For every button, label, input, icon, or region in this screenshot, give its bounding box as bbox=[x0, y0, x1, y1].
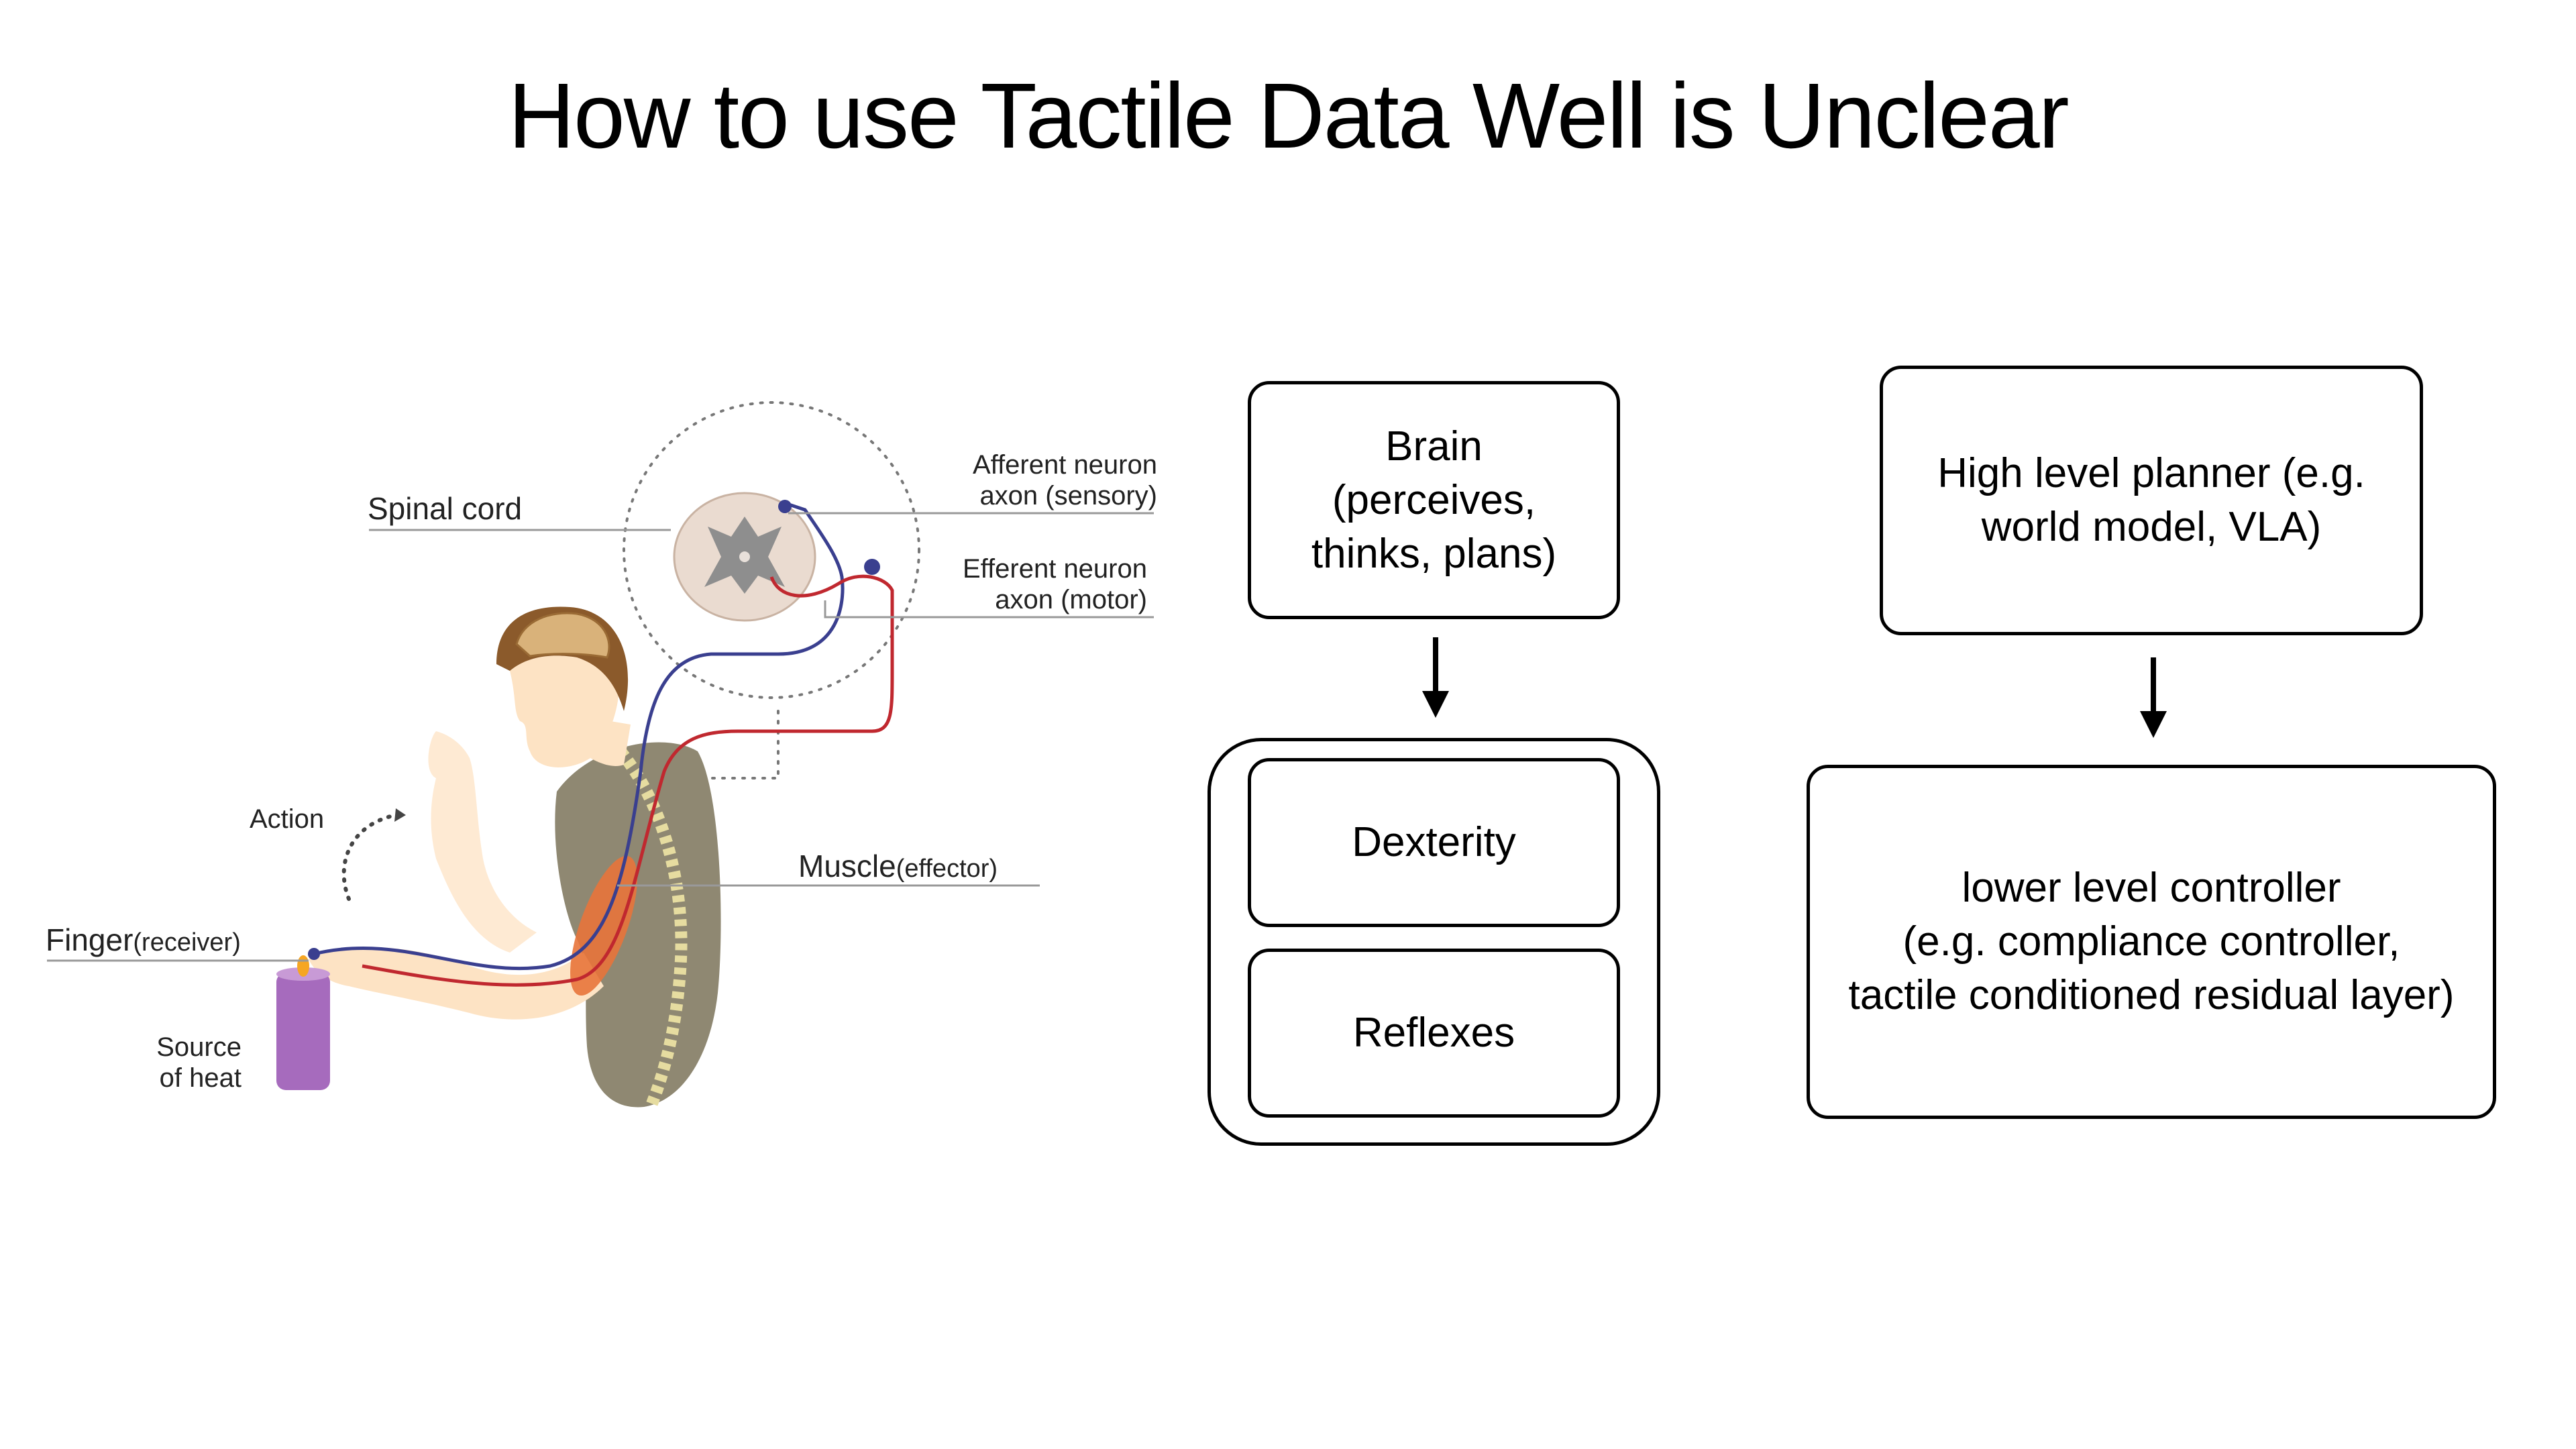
reflex-arc-illustration bbox=[47, 401, 1154, 1110]
planner-to-controller-arrow bbox=[2140, 657, 2167, 738]
label-source-line2: of heat bbox=[159, 1063, 241, 1093]
brain bbox=[515, 612, 610, 659]
controller-line2: (e.g. compliance controller, bbox=[1902, 918, 2400, 965]
reflexes-box: Reflexes bbox=[1248, 949, 1620, 1118]
raised-hand bbox=[428, 731, 537, 953]
lower-level-controller-box: lower level controller (e.g. compliance … bbox=[1807, 765, 2496, 1119]
label-muscle-sub: (effector) bbox=[896, 855, 998, 883]
spine bbox=[616, 747, 688, 1110]
brain-box-line1: Brain bbox=[1385, 423, 1483, 470]
label-afferent: Afferent neuron axon (sensory) bbox=[953, 449, 1157, 511]
label-efferent-line2: axon (motor) bbox=[995, 585, 1147, 614]
torso-shirt bbox=[555, 742, 721, 1108]
brain-box-line3: thinks, plans) bbox=[1311, 530, 1557, 577]
label-muscle: Muscle(effector) bbox=[798, 849, 998, 884]
label-spinal-cord: Spinal cord bbox=[368, 491, 523, 526]
label-source: Source of heat bbox=[134, 1032, 241, 1093]
label-finger: Finger(receiver) bbox=[46, 922, 241, 958]
brain-box: Brain (perceives, thinks, plans) bbox=[1248, 381, 1620, 619]
candle bbox=[276, 973, 330, 1090]
label-afferent-line2: axon (sensory) bbox=[979, 481, 1157, 511]
label-afferent-line1: Afferent neuron bbox=[972, 450, 1157, 480]
action-arrowhead bbox=[394, 808, 406, 822]
action-arc bbox=[341, 813, 398, 901]
planner-line1: High level planner (e.g. bbox=[1937, 450, 2365, 496]
label-efferent-line1: Efferent neuron bbox=[962, 554, 1147, 584]
spinal-cord-magnify-circle bbox=[623, 401, 920, 699]
dexterity-box: Dexterity bbox=[1248, 758, 1620, 927]
brain-to-reflex-arrow bbox=[1422, 637, 1449, 718]
label-efferent: Efferent neuron axon (motor) bbox=[939, 553, 1147, 615]
label-finger-sub: (receiver) bbox=[133, 928, 241, 957]
label-muscle-main: Muscle bbox=[798, 849, 896, 883]
controller-line3: tactile conditioned residual layer) bbox=[1848, 972, 2455, 1018]
label-source-line1: Source bbox=[156, 1032, 241, 1062]
reaching-arm bbox=[309, 947, 604, 1020]
slide-title: How to use Tactile Data Well is Unclear bbox=[508, 64, 2069, 168]
label-finger-main: Finger bbox=[46, 922, 133, 957]
planner-line2: world model, VLA) bbox=[1981, 504, 2322, 550]
efferent-pathway bbox=[362, 574, 894, 987]
muscle bbox=[570, 855, 637, 996]
high-level-planner-box: High level planner (e.g. world model, VL… bbox=[1880, 366, 2423, 635]
controller-line1: lower level controller bbox=[1962, 865, 2341, 911]
brain-box-line2: (perceives, bbox=[1332, 476, 1536, 523]
label-action: Action bbox=[250, 804, 325, 834]
